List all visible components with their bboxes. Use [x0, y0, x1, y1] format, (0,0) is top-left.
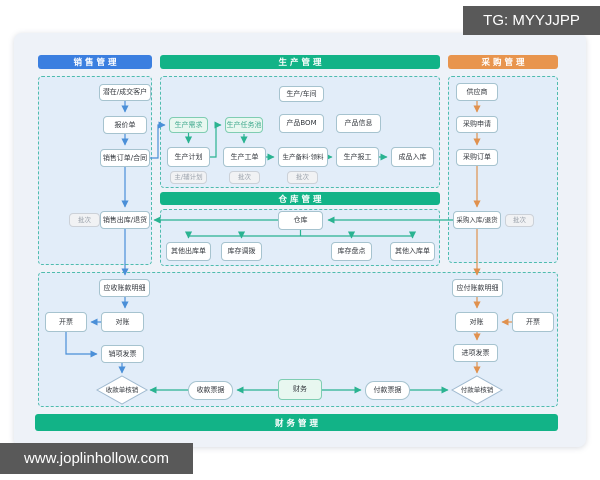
- node-output-invoice: 销项发票: [101, 345, 144, 363]
- node-finance-center: 财务: [278, 379, 322, 400]
- node-production-batch-1: 批次: [229, 171, 260, 184]
- node-purchase-batch: 批次: [505, 214, 534, 227]
- node-production-batch-2: 批次: [287, 171, 318, 184]
- node-receipt-bill: 收款票据: [188, 381, 233, 400]
- node-sales-customer: 潜在/成交客户: [99, 84, 151, 101]
- diamond-label: 付款单核销: [460, 385, 494, 394]
- node-other-outbound-order: 其他出库单: [166, 242, 211, 261]
- node-ar-reconcile: 对账: [101, 312, 144, 332]
- node-inventory-transfer: 库存调拨: [221, 242, 262, 261]
- production-module-header: 生产管理: [160, 55, 440, 69]
- purchase-section: [448, 76, 558, 263]
- node-ap-invoice: 开票: [512, 312, 554, 332]
- node-purchase-request: 采购申请: [456, 116, 498, 133]
- node-production-task-pool: 生产任务池: [225, 117, 263, 133]
- diamond-label: 收款单核销: [105, 385, 139, 394]
- node-supplier: 供应商: [456, 83, 498, 101]
- node-purchase-inbound: 采购入库/退货: [453, 211, 501, 229]
- node-payment-bill: 付款票据: [365, 381, 410, 400]
- node-sales-quotation: 报价单: [103, 116, 147, 134]
- purchase-module-header: 采购管理: [448, 55, 558, 69]
- sales-section: [38, 76, 152, 265]
- node-production-workshop: 生产/车间: [279, 86, 324, 102]
- node-inventory-stocktake: 库存盘点: [331, 242, 372, 261]
- node-sales-outbound: 销售出库/退货: [100, 211, 150, 229]
- node-production-work-order: 生产工单: [223, 147, 266, 167]
- website-watermark: www.joplinhollow.com: [0, 443, 193, 474]
- node-other-inbound-order: 其他入库单: [390, 242, 435, 261]
- node-ar-detail: 应收账款明细: [99, 279, 150, 297]
- node-main-aux-plan: 主/辅计划: [170, 171, 207, 184]
- node-production-material: 生产备料·领料: [278, 147, 328, 167]
- node-input-invoice: 进项发票: [453, 344, 498, 362]
- node-sales-batch: 批次: [69, 213, 100, 227]
- node-warehouse: 仓库: [278, 211, 323, 230]
- node-payment-writeoff-diamond: 付款单核销: [450, 375, 504, 405]
- node-ap-reconcile: 对账: [455, 312, 498, 332]
- node-finished-goods-inbound: 成品入库: [391, 147, 434, 167]
- node-receipt-writeoff-diamond: 收款单核销: [95, 375, 149, 405]
- node-product-info: 产品信息: [336, 114, 381, 133]
- node-production-plan: 生产计划: [167, 147, 210, 167]
- node-ar-invoice: 开票: [45, 312, 87, 332]
- finance-module-header: 财务管理: [35, 414, 558, 431]
- warehouse-module-header: 仓库管理: [160, 192, 440, 205]
- node-product-bom: 产品BOM: [279, 114, 324, 133]
- node-purchase-order: 采购订单: [456, 149, 498, 166]
- telegram-watermark: TG: MYYJJPP: [463, 6, 600, 35]
- sales-module-header: 销售管理: [38, 55, 152, 69]
- node-production-demand: 生产需求: [169, 117, 208, 133]
- node-sales-order: 销售订单/合同: [100, 149, 150, 167]
- node-ap-detail: 应付账款明细: [452, 279, 503, 297]
- node-production-report: 生产报工: [336, 147, 379, 167]
- diamond-shape: [450, 375, 504, 405]
- diamond-shape: [95, 375, 149, 405]
